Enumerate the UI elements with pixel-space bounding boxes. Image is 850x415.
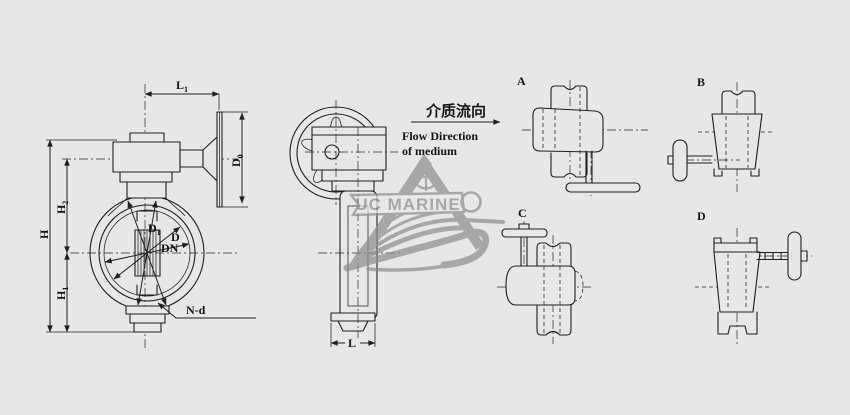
valve-body-d: [713, 251, 761, 313]
dim-label-h: H: [37, 229, 51, 239]
dim-label-d1: D1: [148, 221, 161, 237]
gear-actuator: [112, 111, 223, 208]
stem-b: [686, 155, 713, 164]
dim-l: [330, 323, 376, 347]
handwheel-d: [787, 231, 802, 281]
anchor-icon: [414, 164, 438, 192]
gearbox-neck: [126, 181, 167, 199]
diameter-dimension-lines: [104, 200, 190, 306]
stem-c: [520, 236, 528, 269]
neck-wings: [107, 197, 186, 217]
flow-direction-chinese: 介质流向: [425, 102, 486, 120]
dim-label-dn: DN: [161, 241, 179, 255]
dim-l1: [144, 91, 220, 110]
pipe-spool-top: [550, 85, 588, 111]
dim-label-h1: H1: [54, 287, 70, 300]
input-shaft: [179, 149, 204, 168]
watermark-banner: [348, 191, 466, 217]
bolt-callout: [157, 302, 256, 319]
top-plate-d: [713, 242, 758, 253]
hub-cap-c: [518, 223, 530, 230]
handwheel-c: [501, 228, 548, 238]
gearbox-side: [311, 126, 387, 192]
variant-a-label: A: [517, 74, 526, 88]
gearbox-body: [112, 141, 181, 173]
spool-top-b: [721, 90, 756, 115]
bottom-cap-side: [330, 312, 376, 322]
flow-direction-en2: of medium: [402, 144, 457, 158]
variant-b-label: B: [697, 75, 705, 89]
spool-top-c: [536, 242, 572, 267]
bottom-cover: [125, 305, 170, 333]
variant-view-c: C: [497, 206, 594, 344]
dim-do: [222, 111, 248, 208]
valve-body-c: [505, 265, 576, 306]
bolt-count-label: N-d: [186, 303, 206, 317]
watermark-emblem-circle: [460, 191, 482, 213]
watermark-brand: UC MARINE: [355, 195, 460, 214]
dim-label-l1: L1: [176, 78, 188, 94]
pipe-spool-bottom: [550, 152, 588, 178]
handwheel-hub-cone: [202, 136, 218, 182]
dim-label-do: D0: [229, 154, 245, 167]
feet-b: [713, 168, 760, 177]
dim-h: [46, 139, 141, 333]
variant-view-a: A: [517, 74, 648, 196]
stem-d: [756, 251, 790, 261]
watermark-sails: [343, 200, 505, 272]
dim-label-h2: H2: [54, 201, 70, 214]
variant-view-d: D: [695, 209, 812, 344]
variant-view-b: B: [667, 75, 772, 192]
valve-body-a: [532, 107, 604, 153]
valve-body-b: [711, 113, 763, 170]
variant-d-label: D: [697, 209, 706, 223]
side-view: L: [289, 100, 400, 350]
front-view: D1 D DN L1 D0: [37, 78, 256, 350]
hub-knob-b: [667, 155, 674, 165]
spool-bottom-c: [536, 304, 572, 336]
gearbox-flange: [119, 171, 173, 183]
gearbox-top-tab: [129, 132, 165, 143]
watermark: UC MARINE: [343, 154, 505, 272]
dim-label-d: D: [171, 230, 180, 244]
flow-direction: 介质流向 Flow Direction of medium: [402, 102, 501, 158]
flow-direction-en1: Flow Direction: [402, 129, 478, 143]
hub-knob-d: [800, 250, 808, 262]
stem-a: [585, 150, 593, 184]
spool-bottom-d: [717, 311, 758, 335]
dim-label-l: L: [348, 336, 356, 350]
handwheel-b: [672, 139, 688, 182]
handwheel-a: [565, 182, 641, 193]
variant-c-label: C: [518, 206, 527, 220]
